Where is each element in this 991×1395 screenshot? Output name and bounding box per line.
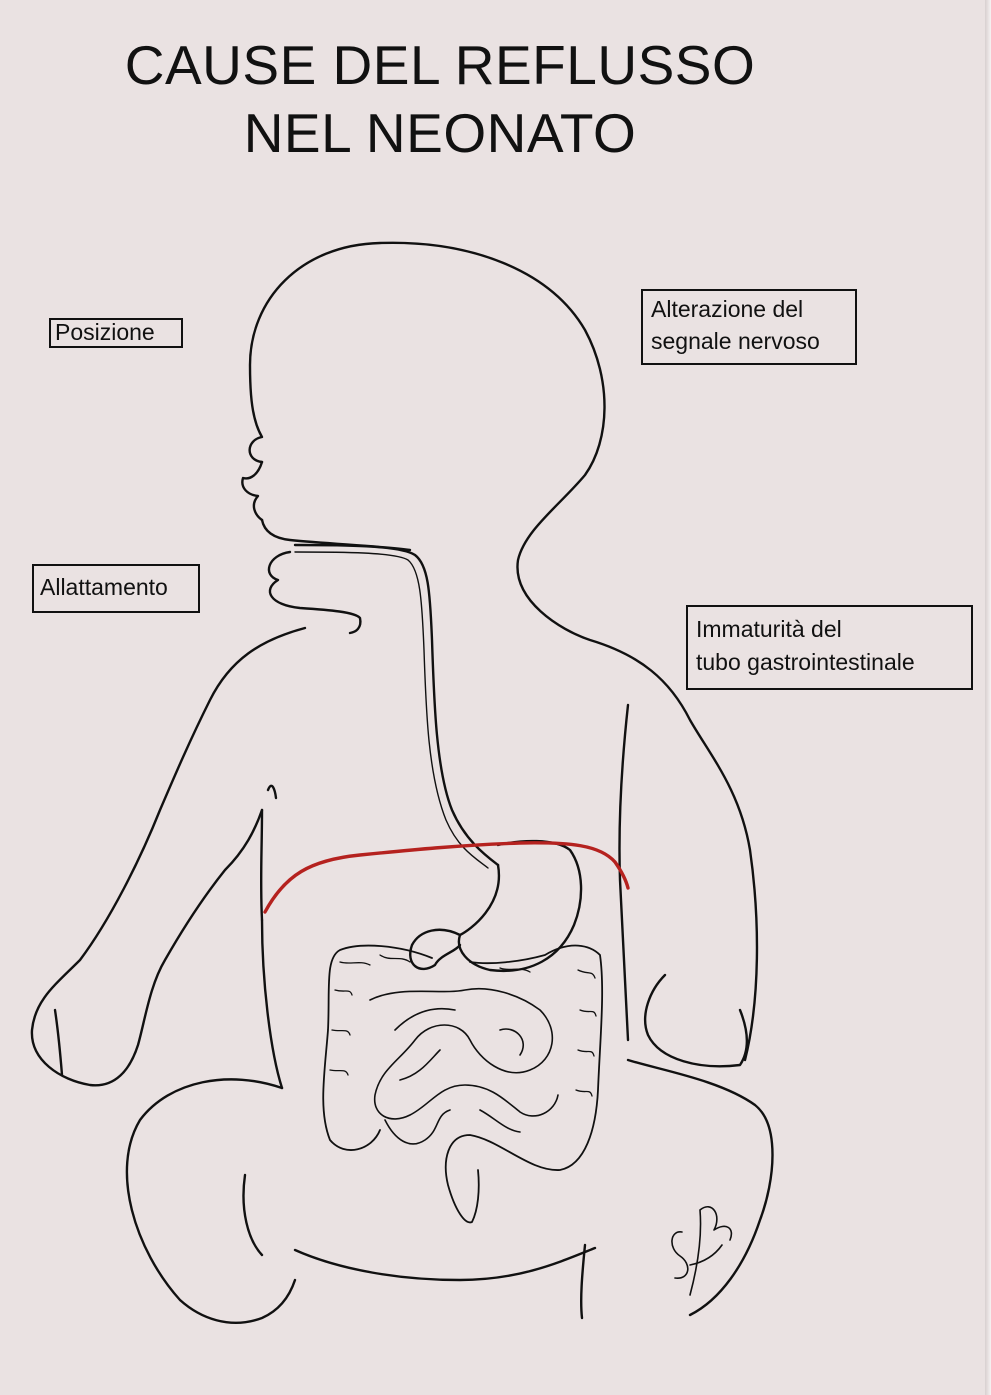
groin-line [293, 1246, 597, 1282]
label-allattamento: Allattamento [40, 574, 168, 600]
right-leg-inner [580, 1243, 587, 1320]
label-box-alterazione: Alterazione del segnale nervoso [641, 289, 857, 365]
left-arm-crease [259, 808, 264, 922]
neck-fold [267, 550, 362, 635]
colon-haustra [329, 954, 597, 1097]
diaphragm-line [263, 841, 630, 914]
esophagus-inner [294, 551, 489, 869]
esophagus-outer [293, 543, 500, 867]
left-leg-inner [242, 1173, 264, 1257]
label-box-immaturita: Immaturità del tubo gastrointestinale [686, 605, 973, 690]
label-alterazione-line-1: Alterazione del [651, 296, 804, 322]
duodenum [409, 928, 462, 971]
label-posizione: Posizione [55, 319, 155, 345]
face-profile [241, 460, 264, 522]
small-intestine [369, 987, 559, 1145]
artist-signature [671, 1206, 733, 1296]
left-shoulder [30, 626, 307, 1087]
left-hand-fold [53, 1008, 64, 1077]
label-box-allattamento: Allattamento [32, 564, 200, 613]
stomach [457, 839, 583, 973]
colon [322, 944, 604, 1224]
page-edge [985, 0, 991, 1395]
left-leg [125, 1078, 297, 1325]
label-immaturita-line-1: Immaturità del [696, 616, 842, 642]
right-leg [626, 1058, 774, 1317]
label-immaturita-line-2: tubo gastrointestinale [696, 649, 915, 675]
label-box-posizione: Posizione [49, 318, 183, 348]
label-alterazione-line-2: segnale nervoso [651, 328, 820, 354]
title-line-2: NEL NEONATO [243, 102, 637, 164]
head-outline [248, 241, 759, 1062]
torso-left [260, 918, 284, 1090]
left-elbow-mark [266, 784, 278, 800]
right-hand [643, 973, 748, 1068]
right-arm [618, 703, 630, 1042]
title-line-1: CAUSE DEL REFLUSSO [124, 34, 756, 96]
